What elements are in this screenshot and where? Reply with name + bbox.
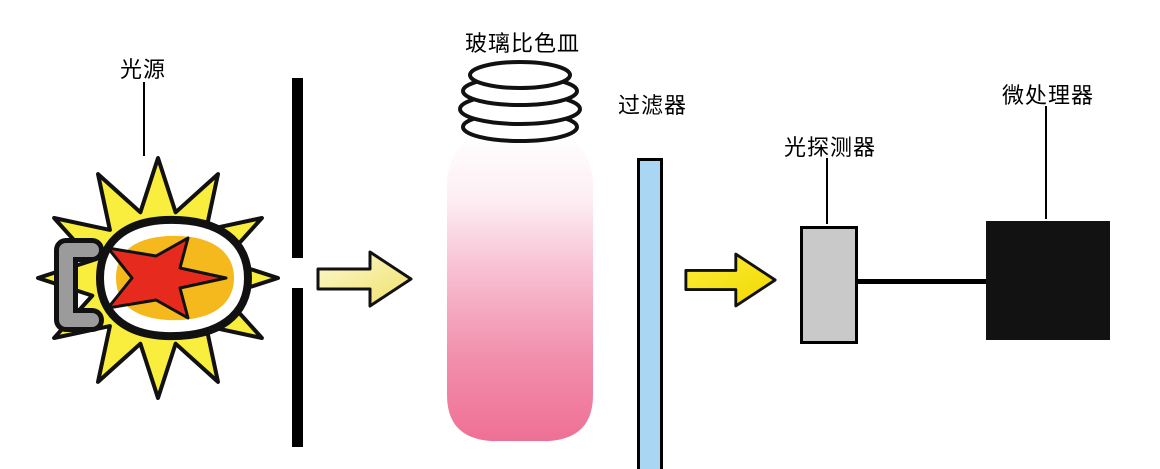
microprocessor-box bbox=[986, 221, 1110, 340]
wire-connector bbox=[856, 279, 986, 284]
filter-panel bbox=[637, 158, 663, 469]
light-bulb-starburst-icon bbox=[36, 156, 280, 400]
light-source-label: 光源 bbox=[120, 57, 167, 82]
detector-label: 光探测器 bbox=[784, 135, 877, 160]
microprocessor-label: 微处理器 bbox=[1002, 83, 1095, 108]
slit-bottom-bar bbox=[292, 288, 303, 447]
cuvette-label: 玻璃比色皿 bbox=[465, 31, 581, 56]
filter-label: 过滤器 bbox=[618, 93, 688, 118]
slit-top-bar bbox=[292, 78, 303, 258]
microprocessor-pointer-line bbox=[1045, 106, 1047, 219]
light-source-pointer-line bbox=[143, 82, 145, 156]
detector-box bbox=[800, 226, 858, 344]
beam-arrow-left-icon bbox=[316, 250, 413, 308]
beam-arrow-right-icon bbox=[684, 252, 777, 308]
detector-pointer-line bbox=[826, 158, 828, 224]
cuvette-bottle-icon bbox=[447, 60, 593, 441]
